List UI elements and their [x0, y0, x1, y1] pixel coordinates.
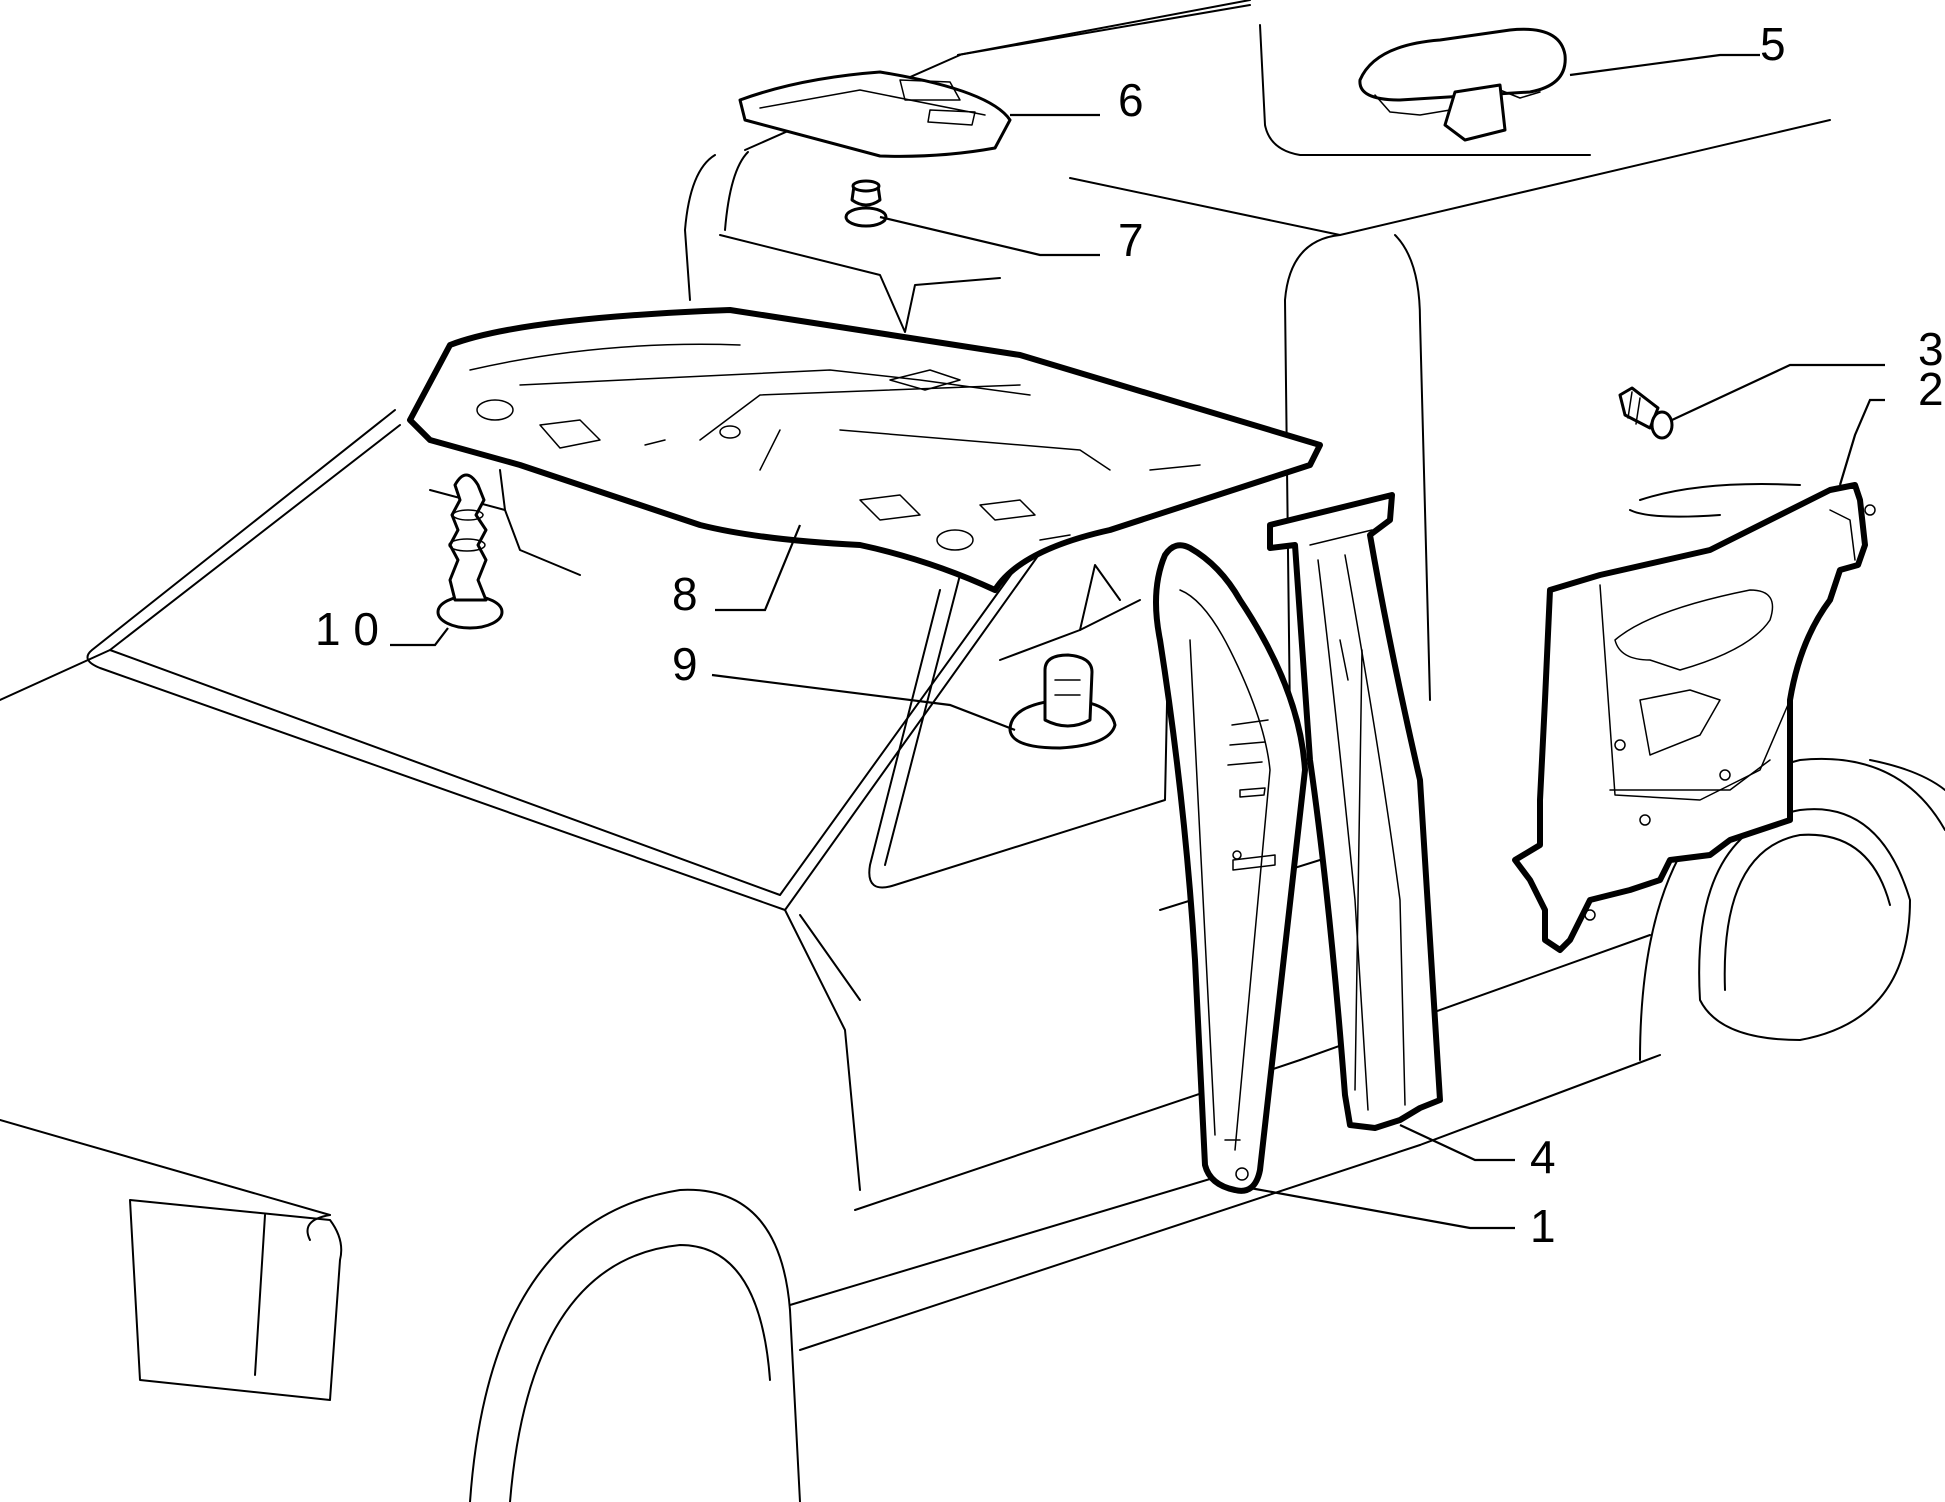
callout-8: 8	[672, 568, 698, 620]
part-9-clip	[1008, 653, 1117, 750]
part-1-a-pillar-trim	[1153, 542, 1308, 1194]
part-3-screw	[1618, 386, 1674, 440]
callout-5: 5	[1760, 18, 1786, 70]
part-6-courtesy-light	[738, 70, 1012, 158]
part-8-headliner	[407, 307, 1323, 593]
callout-6: 6	[1118, 74, 1144, 126]
callout-1: 1	[1530, 1200, 1556, 1252]
leader-lines	[390, 53, 1885, 1230]
callout-3: 3	[1918, 323, 1944, 375]
callout-9: 9	[672, 638, 698, 690]
part-4-b-pillar-trim	[1267, 492, 1443, 1131]
bracket-lines	[429, 24, 1591, 661]
part-10-push-rivet	[436, 473, 504, 630]
callout-labels: 1 2 3 4 5 6 7 8 9 1 0	[315, 18, 1944, 1252]
part-7-clip	[844, 179, 888, 228]
callout-2: 2	[1918, 363, 1944, 415]
part-5-interior-lamp	[1358, 27, 1567, 142]
part-2-quarter-trim-panel	[1512, 482, 1876, 953]
callout-10: 1 0	[315, 603, 379, 655]
callout-4: 4	[1530, 1131, 1556, 1183]
callout-7: 7	[1118, 214, 1144, 266]
